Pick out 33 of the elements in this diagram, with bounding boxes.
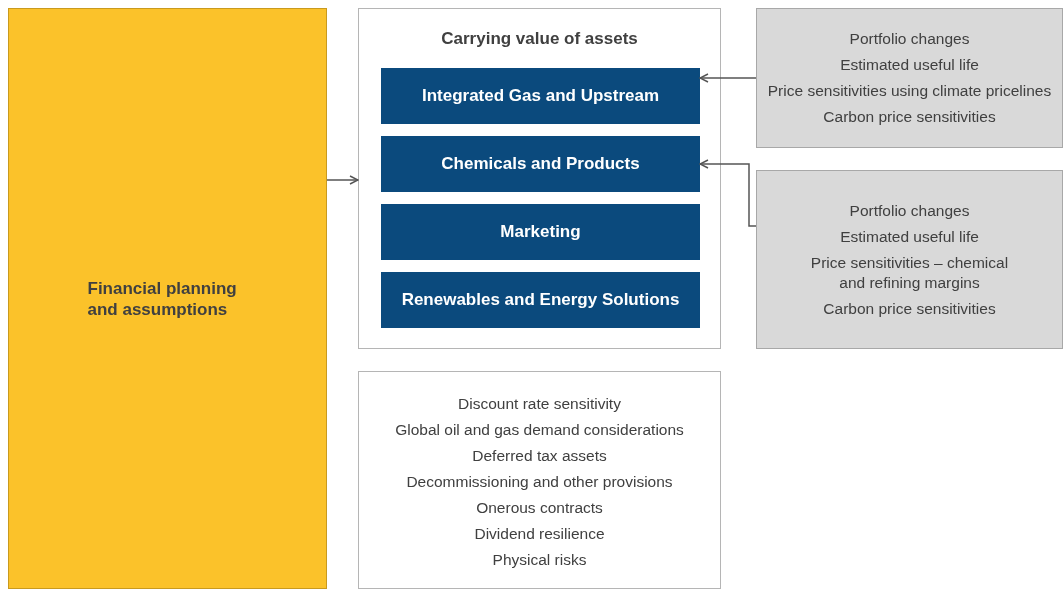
list-item: Decommissioning and other provisions <box>406 472 673 492</box>
arrow <box>326 175 359 185</box>
factor-list-box <box>756 170 1063 349</box>
segment-box <box>381 272 700 328</box>
box-label: Renewables and Energy Solutions <box>401 290 680 310</box>
box-label: Marketing <box>500 222 581 242</box>
arrow <box>699 73 757 83</box>
segment-box <box>381 204 700 260</box>
box-label: Chemicals and Products <box>441 154 640 174</box>
group-title: Carrying value of assets <box>440 29 639 49</box>
box-label: Integrated Gas and Upstream <box>421 86 660 106</box>
group-panel <box>358 8 721 349</box>
list-item: Deferred tax assets <box>472 446 607 466</box>
factor-list-box <box>358 371 721 589</box>
list-item: Carbon price sensitivities <box>823 298 996 319</box>
list-item: Portfolio changes <box>849 200 970 221</box>
factor-list-box <box>756 8 1063 148</box>
segment-box <box>381 68 700 124</box>
list-item: Onerous contracts <box>476 498 603 518</box>
list-item: Physical risks <box>492 550 587 570</box>
segment-box <box>381 136 700 192</box>
planning-box <box>8 8 327 589</box>
list-item: Portfolio changes <box>849 29 970 49</box>
list-item: Estimated useful life <box>840 55 979 75</box>
list-item: Dividend resilience <box>474 524 605 544</box>
list-item: Global oil and gas demand considerations <box>395 420 684 440</box>
list-item: Price sensitivities using climate pricelines <box>767 81 1052 101</box>
arrow <box>699 159 757 227</box>
list-item: Discount rate sensitivity <box>458 394 621 414</box>
list-item: Price sensitivities – chemical and refining margins <box>809 252 1010 293</box>
list-item: Estimated useful life <box>840 226 979 247</box>
list-item: Carbon price sensitivities <box>823 107 996 127</box>
box-label: Financial planning and assumptions <box>87 277 238 320</box>
